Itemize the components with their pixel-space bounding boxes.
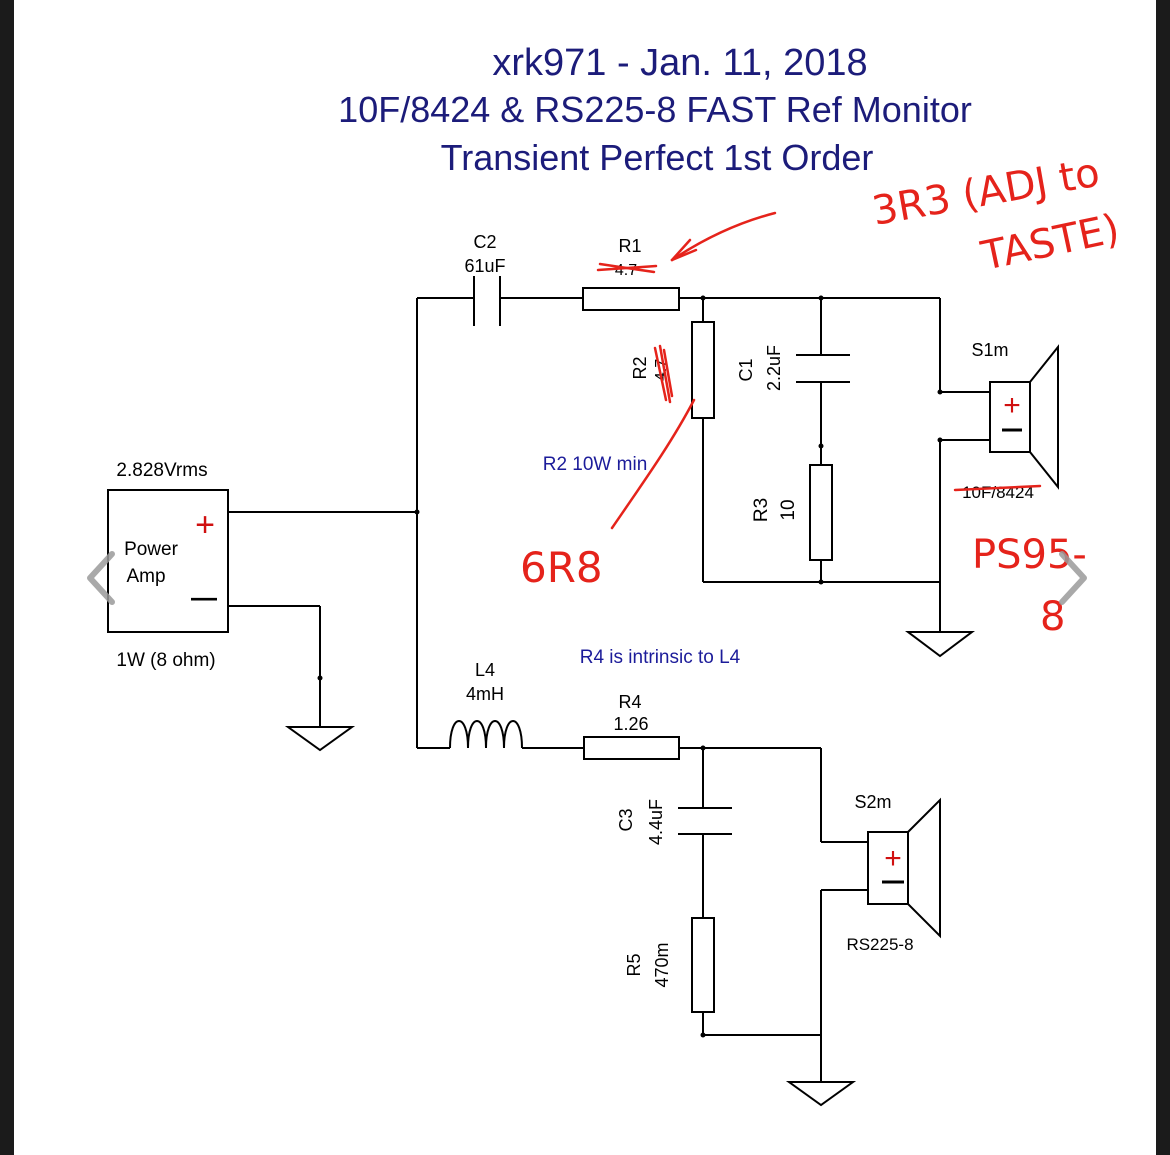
minus-terminal-icon: — <box>191 582 217 612</box>
resistor-r5 <box>691 917 715 1013</box>
inductor-l4 <box>449 720 523 749</box>
power-amp-label-2: Amp <box>126 566 165 587</box>
c3-name: C3 <box>616 808 636 831</box>
handwritten-adjust-note: TASTE) <box>977 206 1124 280</box>
ground-icon <box>284 726 356 752</box>
resistor-r3 <box>809 464 833 561</box>
s2-plus-icon: + <box>884 842 902 875</box>
junctions <box>317 295 943 1038</box>
s2-name: S2m <box>854 792 891 812</box>
title-line-3: Transient Perfect 1st Order <box>441 137 874 178</box>
resistor-r1 <box>582 287 680 311</box>
c2-name: C2 <box>473 232 496 252</box>
source-power: 1W (8 ohm) <box>116 650 215 671</box>
r5-value: 470m <box>652 942 672 987</box>
l4-value: 4mH <box>466 684 504 704</box>
plus-terminal-icon: + <box>195 506 215 544</box>
title-line-1: xrk971 - Jan. 11, 2018 <box>492 42 867 84</box>
r4-name: R4 <box>618 692 641 712</box>
capacitor-c2 <box>473 276 501 326</box>
resistor-r2 <box>691 321 715 419</box>
r2-note: R2 10W min <box>543 454 648 475</box>
ground-icon <box>905 631 975 658</box>
title-line-2: 10F/8424 & RS225-8 FAST Ref Monitor <box>338 89 972 130</box>
r5-name: R5 <box>624 953 644 976</box>
chevron-right-icon <box>1059 551 1087 605</box>
c2-value: 61uF <box>464 256 505 276</box>
s1-plus-icon: + <box>1003 389 1021 422</box>
crossover-schematic: xrk971 - Jan. 11, 2018 10F/8424 & RS225-… <box>107 42 1124 1107</box>
power-amp: Power Amp + — <box>107 489 229 633</box>
l4-name: L4 <box>475 660 495 680</box>
r4-value: 1.26 <box>613 714 648 734</box>
chevron-left-icon <box>87 551 115 605</box>
r3-name: R3 <box>751 498 772 522</box>
previous-image-button[interactable] <box>78 548 124 608</box>
source-voltage: 2.828Vrms <box>116 460 207 481</box>
s1-name: S1m <box>971 340 1008 360</box>
schematic-image: xrk971 - Jan. 11, 2018 10F/8424 & RS225-… <box>14 0 1156 1155</box>
c1-name: C1 <box>736 358 756 381</box>
c1-value: 2.2uF <box>764 345 784 391</box>
handwritten-annotations <box>596 211 1042 530</box>
power-amp-label-1: Power <box>124 539 179 560</box>
r1-value: 4.7 <box>615 262 637 279</box>
wires <box>228 297 990 1082</box>
r2-name: R2 <box>630 356 650 379</box>
next-image-button[interactable] <box>1050 548 1096 608</box>
resistor-r4 <box>583 736 680 760</box>
handwritten-s1-replacement: PS95- <box>972 532 1087 578</box>
r1-name: R1 <box>618 236 641 256</box>
r4-note: R4 is intrinsic to L4 <box>580 647 741 668</box>
speaker-s1 <box>989 344 1059 490</box>
c3-value: 4.4uF <box>646 799 666 845</box>
s2-model: RS225-8 <box>846 935 913 954</box>
ground-icon <box>785 1081 857 1107</box>
speaker-s2 <box>867 797 941 939</box>
capacitor-c1 <box>796 354 850 383</box>
capacitor-c3 <box>678 807 732 835</box>
handwritten-r2-replacement: 6R8 <box>520 543 603 592</box>
r3-value: 10 <box>778 499 799 520</box>
